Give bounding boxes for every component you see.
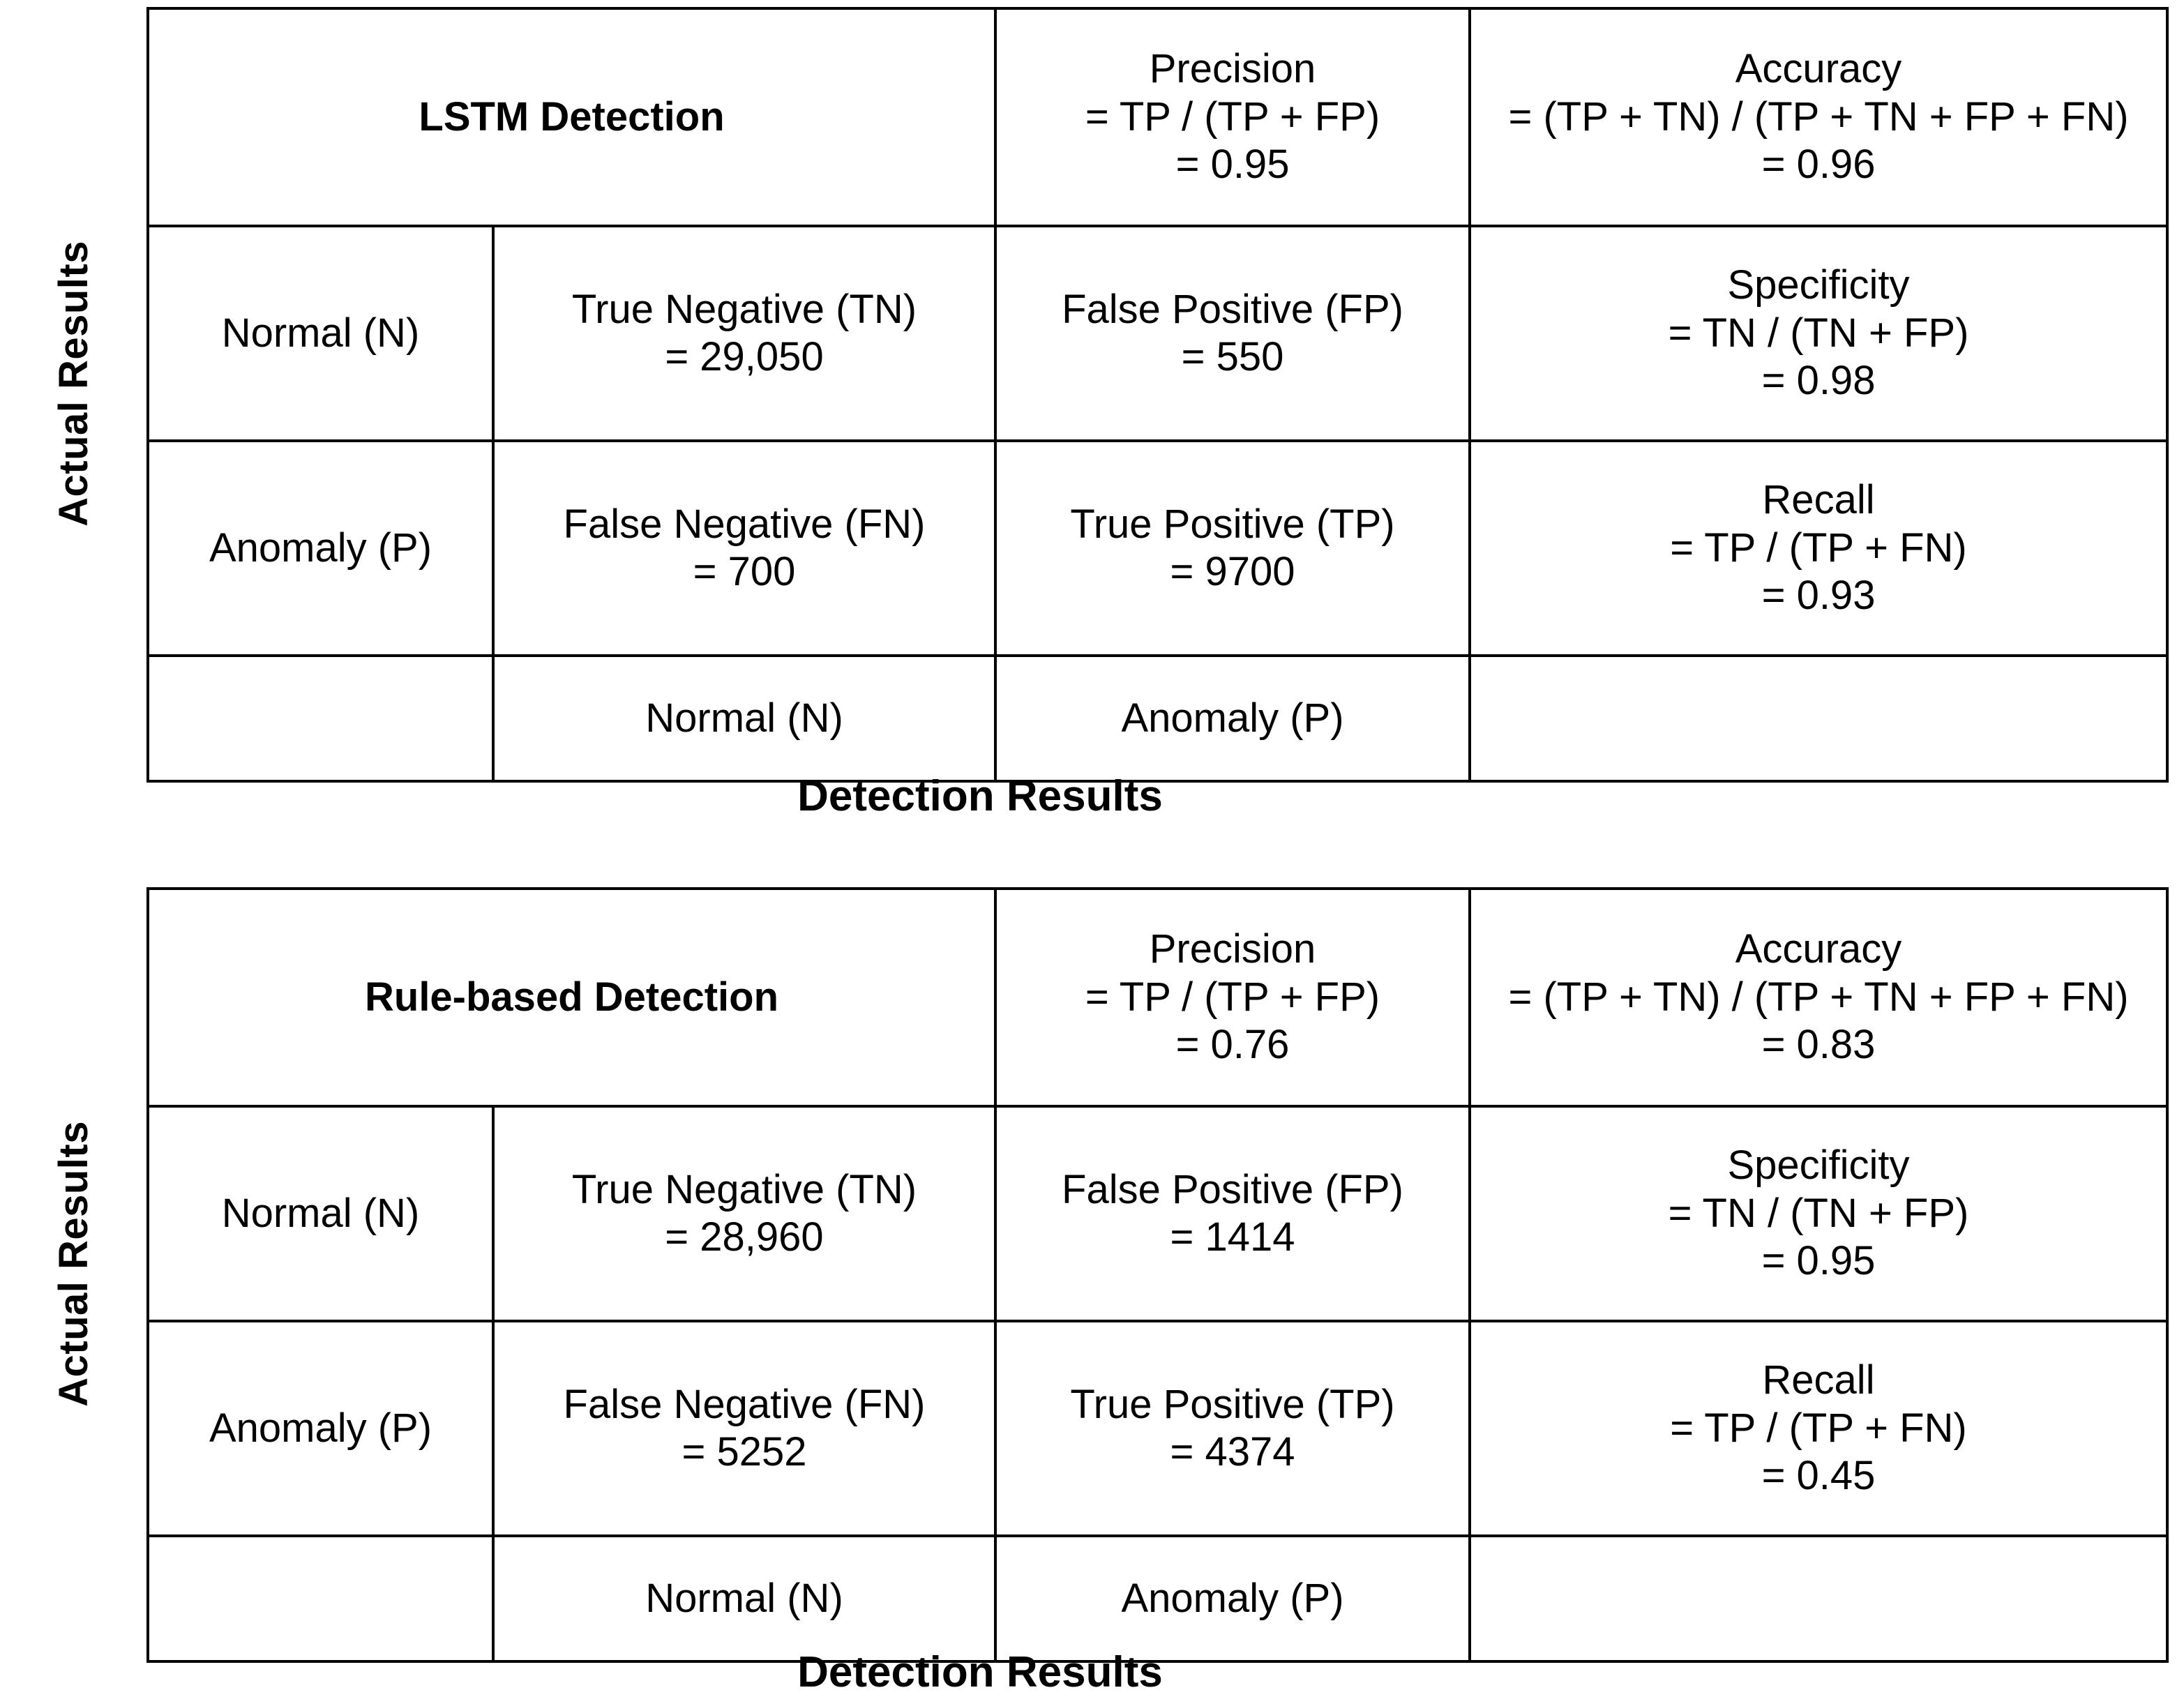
accuracy-value: = 0.83 bbox=[1761, 1022, 1876, 1068]
precision-cell: Precision = TP / (TP + FP) = 0.76 bbox=[994, 887, 1471, 1108]
accuracy-cell: Accuracy = (TP + TN) / (TP + TN + FP + F… bbox=[1468, 887, 2169, 1108]
actual-results-text-2: Actual Results bbox=[50, 1121, 96, 1407]
specificity-name: Specificity bbox=[1727, 1142, 1910, 1189]
true-negative-name: True Negative (TN) bbox=[571, 286, 917, 332]
specificity-formula: = TN / (TN + FP) bbox=[1668, 310, 1969, 356]
recall-value: = 0.45 bbox=[1761, 1453, 1876, 1499]
column-label-normal: Normal (N) bbox=[492, 1534, 997, 1663]
empty-right-cell bbox=[1468, 654, 2169, 783]
precision-value: = 0.76 bbox=[1175, 1022, 1290, 1068]
accuracy-name: Accuracy bbox=[1735, 46, 1902, 92]
empty-corner-cell bbox=[146, 654, 495, 783]
true-negative-cell: True Negative (TN) = 28,960 bbox=[492, 1105, 997, 1322]
column-label-anomaly: Anomaly (P) bbox=[994, 654, 1472, 783]
false-negative-name: False Negative (FN) bbox=[563, 501, 926, 547]
actual-results-text: Actual Results bbox=[50, 241, 96, 527]
precision-value: = 0.95 bbox=[1175, 142, 1290, 188]
true-positive-value: = 4374 bbox=[1170, 1429, 1295, 1474]
accuracy-value: = 0.96 bbox=[1761, 142, 1876, 188]
true-negative-value: = 28,960 bbox=[665, 1214, 824, 1260]
actual-results-axis-label-2: Actual Results bbox=[0, 887, 146, 1641]
false-negative-value: = 5252 bbox=[681, 1429, 807, 1474]
specificity-formula: = TN / (TN + FP) bbox=[1668, 1190, 1969, 1236]
false-positive-value: = 550 bbox=[1181, 334, 1284, 379]
true-positive-cell: True Positive (TP) = 4374 bbox=[994, 1320, 1471, 1537]
column-label-normal: Normal (N) bbox=[491, 654, 997, 783]
false-negative-cell: False Negative (FN) = 5252 bbox=[492, 1320, 997, 1537]
recall-formula: = TP / (TP + FN) bbox=[1670, 525, 1967, 571]
true-positive-name: True Positive (TP) bbox=[1070, 1381, 1395, 1427]
table-row-column-labels: Normal (N) Anomaly (P) bbox=[146, 1534, 2169, 1663]
recall-name: Recall bbox=[1762, 1357, 1875, 1403]
accuracy-cell: Accuracy = (TP + TN) / (TP + TN + FP + F… bbox=[1468, 7, 2169, 227]
specificity-value: = 0.95 bbox=[1761, 1238, 1876, 1284]
row-label-anomaly: Anomaly (P) bbox=[146, 1320, 495, 1537]
matrix-table-rule-based: Rule-based Detection Precision = TP / (T… bbox=[146, 887, 2169, 1663]
detection-results-axis-label-2: Detection Results bbox=[797, 1648, 1163, 1696]
matrix-title-rule-based: Rule-based Detection bbox=[146, 887, 997, 1108]
recall-cell: Recall = TP / (TP + FN) = 0.45 bbox=[1468, 1320, 2169, 1537]
specificity-name: Specificity bbox=[1727, 262, 1910, 308]
precision-name: Precision bbox=[1149, 46, 1316, 92]
false-negative-cell: False Negative (FN) = 700 bbox=[491, 439, 997, 657]
table-row-anomaly: Anomaly (P) False Negative (FN) = 700 Tr… bbox=[146, 439, 2169, 657]
true-positive-cell: True Positive (TP) = 9700 bbox=[994, 439, 1472, 657]
true-positive-value: = 9700 bbox=[1170, 549, 1295, 594]
matrix-table-lstm: LSTM Detection Precision = TP / (TP + FP… bbox=[146, 7, 2169, 783]
column-label-anomaly: Anomaly (P) bbox=[994, 1534, 1471, 1663]
true-negative-name: True Negative (TN) bbox=[571, 1166, 917, 1212]
true-negative-cell: True Negative (TN) = 29,050 bbox=[491, 225, 997, 442]
true-negative-value: = 29,050 bbox=[665, 334, 824, 379]
table-row-normal: Normal (N) True Negative (TN) = 29,050 F… bbox=[146, 225, 2169, 442]
row-label-anomaly: Anomaly (P) bbox=[146, 439, 495, 657]
false-negative-value: = 700 bbox=[693, 549, 796, 594]
recall-value: = 0.93 bbox=[1761, 573, 1876, 619]
detection-results-axis-label: Detection Results bbox=[797, 772, 1163, 820]
recall-formula: = TP / (TP + FN) bbox=[1670, 1405, 1967, 1451]
empty-corner-cell bbox=[146, 1534, 495, 1663]
table-row-header: Rule-based Detection Precision = TP / (T… bbox=[146, 887, 2169, 1108]
row-label-normal: Normal (N) bbox=[146, 225, 495, 442]
false-positive-name: False Positive (FP) bbox=[1062, 1166, 1403, 1212]
false-positive-cell: False Positive (FP) = 1414 bbox=[994, 1105, 1471, 1322]
specificity-value: = 0.98 bbox=[1761, 358, 1876, 404]
true-positive-name: True Positive (TP) bbox=[1070, 501, 1395, 547]
recall-cell: Recall = TP / (TP + FN) = 0.93 bbox=[1468, 439, 2169, 657]
accuracy-formula: = (TP + TN) / (TP + TN + FP + FN) bbox=[1508, 974, 2129, 1020]
specificity-cell: Specificity = TN / (TN + FP) = 0.95 bbox=[1468, 1105, 2169, 1322]
actual-results-axis-label: Actual Results bbox=[0, 7, 146, 760]
precision-formula: = TP / (TP + FP) bbox=[1085, 974, 1380, 1020]
table-row-column-labels: Normal (N) Anomaly (P) bbox=[146, 654, 2169, 783]
false-positive-cell: False Positive (FP) = 550 bbox=[994, 225, 1472, 442]
recall-name: Recall bbox=[1762, 477, 1875, 523]
row-label-normal: Normal (N) bbox=[146, 1105, 495, 1322]
precision-cell: Precision = TP / (TP + FP) = 0.95 bbox=[994, 7, 1472, 227]
precision-formula: = TP / (TP + FP) bbox=[1085, 93, 1380, 139]
precision-name: Precision bbox=[1149, 926, 1316, 972]
false-positive-value: = 1414 bbox=[1170, 1214, 1295, 1260]
false-negative-name: False Negative (FN) bbox=[563, 1381, 926, 1427]
table-row-normal: Normal (N) True Negative (TN) = 28,960 F… bbox=[146, 1105, 2169, 1322]
empty-right-cell bbox=[1468, 1534, 2169, 1663]
table-row-header: LSTM Detection Precision = TP / (TP + FP… bbox=[146, 7, 2169, 227]
false-positive-name: False Positive (FP) bbox=[1062, 286, 1403, 332]
matrix-title-lstm: LSTM Detection bbox=[146, 7, 997, 227]
accuracy-formula: = (TP + TN) / (TP + TN + FP + FN) bbox=[1508, 93, 2129, 139]
table-row-anomaly: Anomaly (P) False Negative (FN) = 5252 T… bbox=[146, 1320, 2169, 1537]
accuracy-name: Accuracy bbox=[1735, 926, 1902, 972]
specificity-cell: Specificity = TN / (TN + FP) = 0.98 bbox=[1468, 225, 2169, 442]
